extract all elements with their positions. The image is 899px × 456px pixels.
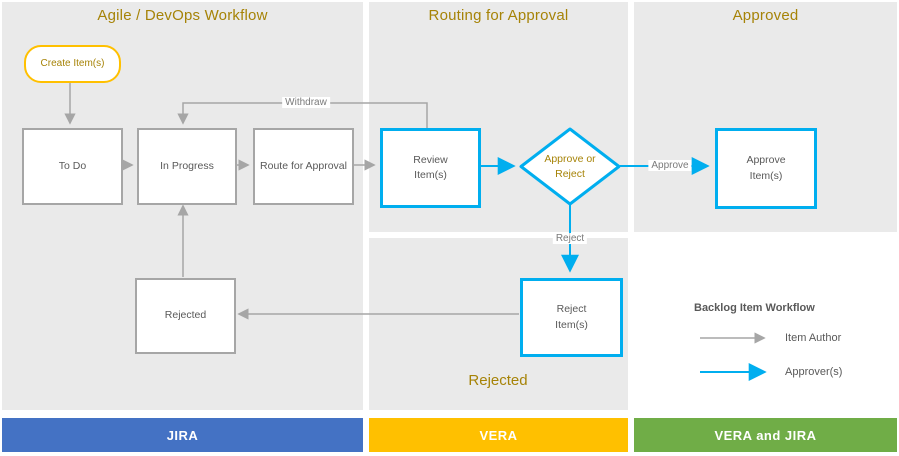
node-in-progress-label: In Progress [160, 159, 214, 172]
footer-bar-jira: JIRA [2, 418, 363, 452]
node-review-items-label: Review Item(s) [413, 153, 448, 181]
node-rejected: Rejected [135, 278, 236, 354]
footer-bar-vera-and-jira-label: VERA and JIRA [714, 427, 817, 443]
footer-bar-jira-label: JIRA [166, 427, 199, 443]
footer-bar-vera-and-jira: VERA and JIRA [634, 418, 897, 452]
lane-title-routing: Routing for Approval [428, 7, 569, 24]
edge-label-approve: Approve [648, 160, 692, 171]
decision-diamond-shape [519, 127, 621, 206]
edge-label-withdraw: Withdraw [282, 97, 330, 108]
node-create-items-label: Create Item(s) [40, 57, 105, 69]
node-approve-items-label: Approve Item(s) [746, 154, 786, 182]
legend-approvers-label: Approver(s) [785, 366, 843, 378]
node-to-do: To Do [22, 128, 123, 205]
rejected-section-label: Rejected [468, 372, 528, 389]
node-reject-items: Reject Item(s) [520, 278, 623, 357]
node-create-items: Create Item(s) [24, 45, 121, 83]
node-decision-label: Approve or Reject [544, 153, 596, 180]
node-in-progress: In Progress [137, 128, 237, 205]
footer-bar-vera-label: VERA [479, 427, 518, 443]
node-approve-items: Approve Item(s) [715, 128, 817, 209]
node-review-items: Review Item(s) [380, 128, 481, 208]
lane-title-approved: Approved [732, 7, 799, 24]
node-to-do-label: To Do [58, 159, 87, 172]
node-reject-items-label: Reject Item(s) [555, 303, 588, 331]
node-route-for-approval: Route for Approval [253, 128, 354, 205]
edge-label-reject: Reject [552, 233, 588, 244]
lane-title-agile-devops: Agile / DevOps Workflow [97, 7, 268, 24]
node-route-for-approval-label: Route for Approval [260, 159, 347, 172]
legend-title: Backlog Item Workflow [694, 302, 815, 314]
footer-bar-vera: VERA [369, 418, 628, 452]
node-rejected-label: Rejected [164, 309, 207, 322]
legend-item-author-label: Item Author [785, 332, 842, 344]
